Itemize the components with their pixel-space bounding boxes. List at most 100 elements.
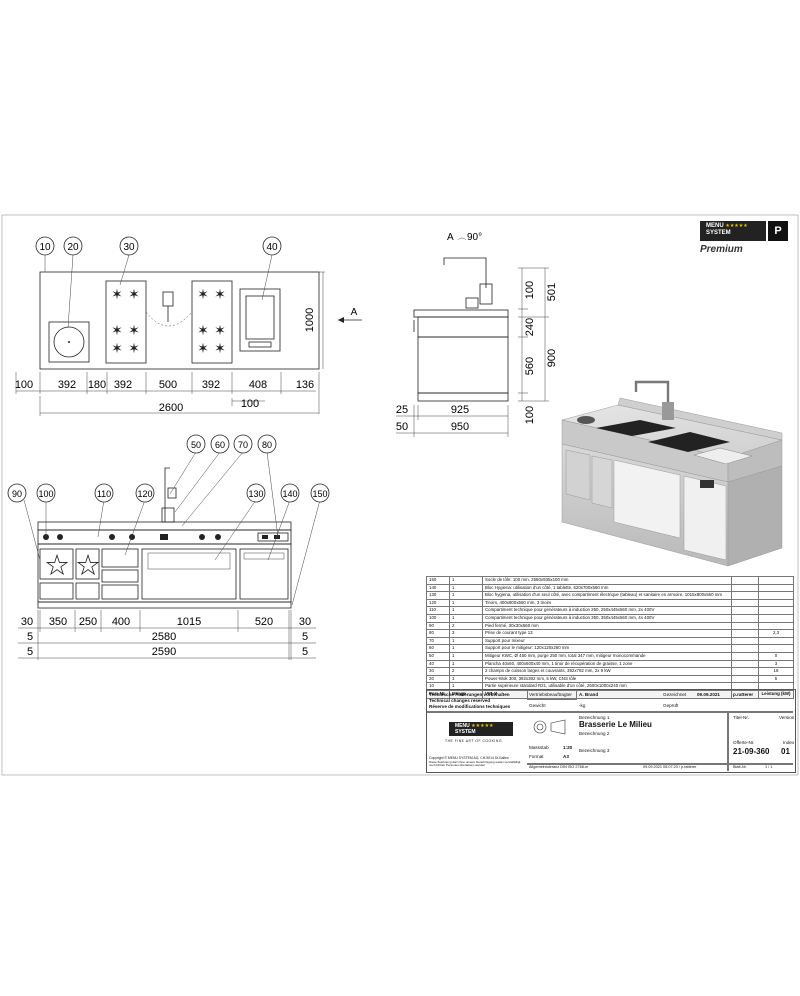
part-power (758, 613, 794, 623)
svg-text:✶: ✶ (197, 322, 209, 338)
part-description: Bloc Hygiena: utilisation d'un côté, 1 t… (482, 583, 732, 593)
balloon-40: 40 (266, 242, 278, 253)
side-view: A 90° 100 501 240 900 560 100 (396, 232, 558, 437)
version-label: Version (779, 715, 795, 720)
designation3-label: Bezeichnung 3 (579, 748, 610, 753)
notice-fr: Réserve de modifications techniques (429, 704, 511, 709)
dim-front-2: 350 (49, 616, 67, 628)
dim-top-5: 500 (159, 379, 177, 391)
svg-text:✶: ✶ (111, 340, 123, 356)
client-label: Vertriebsbeauftragter (529, 692, 572, 697)
balloon-50: 50 (191, 440, 201, 450)
part-qty: 1 (449, 659, 483, 669)
side-view-angle: 90° (467, 232, 482, 243)
part-power: 18 (758, 667, 794, 676)
client-value: A. Brand (579, 692, 599, 697)
footer-logo: MENU ★★★★★SYSTEM (449, 722, 513, 736)
format-value: A3 (563, 754, 569, 759)
dim-front-5: 1015 (177, 616, 201, 628)
dim-front-mid: 2580 (152, 631, 176, 643)
format-label: Format (529, 754, 544, 759)
part-pos: 100 (426, 613, 450, 623)
part-power (758, 621, 794, 631)
svg-text:✶: ✶ (197, 286, 209, 302)
dim-top-6: 392 (202, 379, 220, 391)
designation1-label: Bezeichnung 1 (579, 715, 610, 720)
dim-side-r5: 560 (524, 357, 536, 375)
balloon-150: 150 (312, 489, 327, 499)
svg-text:✶: ✶ (128, 340, 140, 356)
dim-side-r6: 100 (524, 406, 536, 424)
part-power (758, 591, 794, 600)
weight-label: Gewicht (529, 703, 546, 708)
dim-side-r1: 100 (524, 281, 536, 299)
svg-text:✶: ✶ (128, 286, 140, 302)
dim-top-2: 392 (58, 379, 76, 391)
part-qty: 1 (449, 576, 483, 585)
checked-label: Geprüft (663, 703, 679, 708)
perspective-render (561, 380, 783, 567)
logo-line1: MENU (706, 223, 724, 229)
part-qr (731, 598, 759, 608)
dim-front-4: 400 (112, 616, 130, 628)
part-qr (731, 591, 759, 600)
svg-text:✶: ✶ (197, 340, 209, 356)
legal-note: Diese Zeichnung darf ohne unsere Genehmi… (429, 760, 521, 768)
balloon-100: 100 (38, 489, 53, 499)
balloon-110: 110 (97, 489, 111, 499)
part-description: Tiroirs, 400x800x560 mm, 3 tiroirs (482, 598, 732, 608)
svg-text:✶: ✶ (214, 322, 226, 338)
part-power: 2,3 (758, 629, 794, 638)
part-description: Socle de tôle: 100 mm, 2580x935x100 mm (482, 576, 732, 585)
dim-side-r4: 900 (546, 349, 558, 367)
brand-logo: MENU ★★★★★ SYSTEM (700, 221, 766, 241)
designation2-label: Bezeichnung 2 (579, 731, 610, 736)
sheet-value: 1 / 1 (765, 765, 773, 769)
header-power: Leistung (kW) (758, 689, 794, 699)
part-qty: 1 (449, 636, 483, 646)
view-arrow-label: A (351, 307, 358, 318)
balloon-130: 130 (248, 489, 263, 499)
part-pos: 80 (426, 629, 450, 638)
dim-front-bot-left: 5 (27, 646, 33, 658)
part-qty: 1 (449, 606, 483, 615)
part-pos: 20 (426, 674, 450, 684)
project-name: Brasserie Le Milieu (579, 720, 652, 729)
logo-line2: SYSTEM (706, 230, 731, 236)
part-power (758, 598, 794, 608)
dim-side-b3: 50 (396, 421, 408, 433)
logo-stars: ★★★★★ (725, 223, 748, 229)
part-description: Compartiment technique pour générateurs … (482, 606, 732, 615)
drawn-by: p.ratterer (733, 692, 754, 697)
part-pos: 70 (426, 636, 450, 646)
part-power (758, 576, 794, 585)
copyright: Copyright © MENU SYSTEM AG, CH-9014 St.G… (429, 756, 509, 760)
part-power: 5 (758, 674, 794, 684)
part-qty: 1 (449, 674, 483, 684)
part-pos: 60 (426, 644, 450, 653)
part-description: 2 champs de cuisson larges et couvrants,… (482, 667, 732, 676)
projection-symbol (533, 719, 566, 735)
slogan: THE FINE ART OF COOKING (445, 739, 502, 743)
part-power (758, 583, 794, 593)
svg-text:✶: ✶ (128, 322, 140, 338)
part-description: Prise de courant type 13 (482, 629, 732, 638)
dim-top-height: 1000 (304, 308, 316, 332)
svg-text:✶: ✶ (214, 286, 226, 302)
dim-front-6: 520 (255, 616, 273, 628)
dim-side-b1: 25 (396, 404, 408, 416)
drawn-label: Gezeichnet (663, 692, 687, 697)
part-power (758, 644, 794, 653)
balloon-60: 60 (215, 440, 225, 450)
part-pos: 120 (426, 598, 450, 608)
balloon-20: 20 (67, 242, 79, 253)
balloon-10: 10 (39, 242, 51, 253)
dim-front-3: 250 (79, 616, 97, 628)
